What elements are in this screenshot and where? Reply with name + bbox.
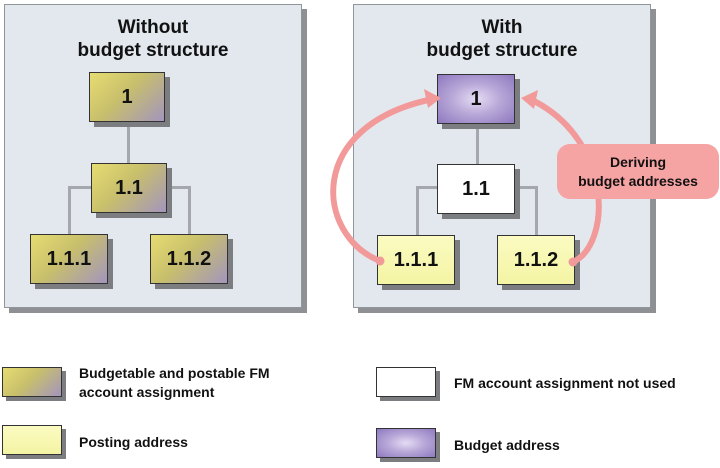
- legend-swatch-budgetable-postable: [2, 367, 62, 397]
- panel-title: With budget structure: [354, 16, 650, 62]
- panel-title: Without budget structure: [5, 16, 301, 62]
- node-label: 1.1: [115, 176, 143, 199]
- arrow-left-derivation: [330, 96, 436, 264]
- legend-label-budget-address: Budget address: [454, 437, 560, 453]
- node-label: 1: [470, 87, 482, 110]
- connector: [416, 186, 419, 235]
- arrowhead-left: [424, 89, 441, 108]
- panel-title-line2: budget structure: [426, 40, 578, 61]
- callout-line2: budget addresses: [578, 172, 698, 189]
- node-label: 1.1.1: [46, 247, 92, 270]
- node-label: 1.1.2: [166, 247, 212, 270]
- legend-label-budgetable-postable: Budgetable and postable FM account assig…: [79, 364, 270, 402]
- legend-text-line2: account assignment: [79, 384, 215, 400]
- connector: [188, 186, 191, 234]
- panel-title-line1: Without: [117, 17, 189, 38]
- node-1-1-1: 1.1.1: [30, 234, 108, 284]
- node-label: 1: [121, 85, 133, 108]
- node-label: 1.1.1: [393, 248, 439, 271]
- connector: [68, 186, 71, 234]
- connector: [167, 186, 191, 189]
- node-1-1-2: 1.1.2: [150, 234, 228, 284]
- legend-swatch-budget-address: [376, 428, 436, 458]
- connector: [416, 186, 440, 189]
- arrow-origin-right: [568, 257, 578, 267]
- node-1: 1: [89, 72, 165, 122]
- legend-swatch-posting-address: [2, 425, 62, 455]
- connector: [127, 120, 130, 163]
- connector: [68, 186, 92, 189]
- callout-line1: Deriving: [609, 153, 666, 170]
- connector: [514, 186, 538, 189]
- connector: [535, 186, 538, 235]
- node-1-1: 1.1: [437, 164, 515, 214]
- node-label: 1.1.2: [513, 248, 559, 271]
- arrow-origin-left: [375, 256, 385, 266]
- connector: [476, 124, 479, 164]
- node-1-1-2: 1.1.2: [497, 235, 575, 285]
- node-label: 1.1: [462, 177, 490, 200]
- legend-label-posting-address: Posting address: [79, 434, 188, 450]
- legend-label-not-used: FM account assignment not used: [454, 375, 676, 391]
- node-1-1: 1.1: [91, 163, 167, 213]
- arrowhead-right: [521, 90, 538, 109]
- panel-title-line2: budget structure: [77, 40, 229, 61]
- node-1-1-1: 1.1.1: [377, 235, 455, 285]
- panel-title-line1: With: [481, 17, 523, 38]
- legend-swatch-not-used: [376, 367, 436, 397]
- callout-deriving-budget-addresses: Deriving budget addresses: [557, 144, 719, 199]
- legend-text-line1: Budgetable and postable FM: [79, 365, 270, 381]
- node-1: 1: [437, 74, 515, 124]
